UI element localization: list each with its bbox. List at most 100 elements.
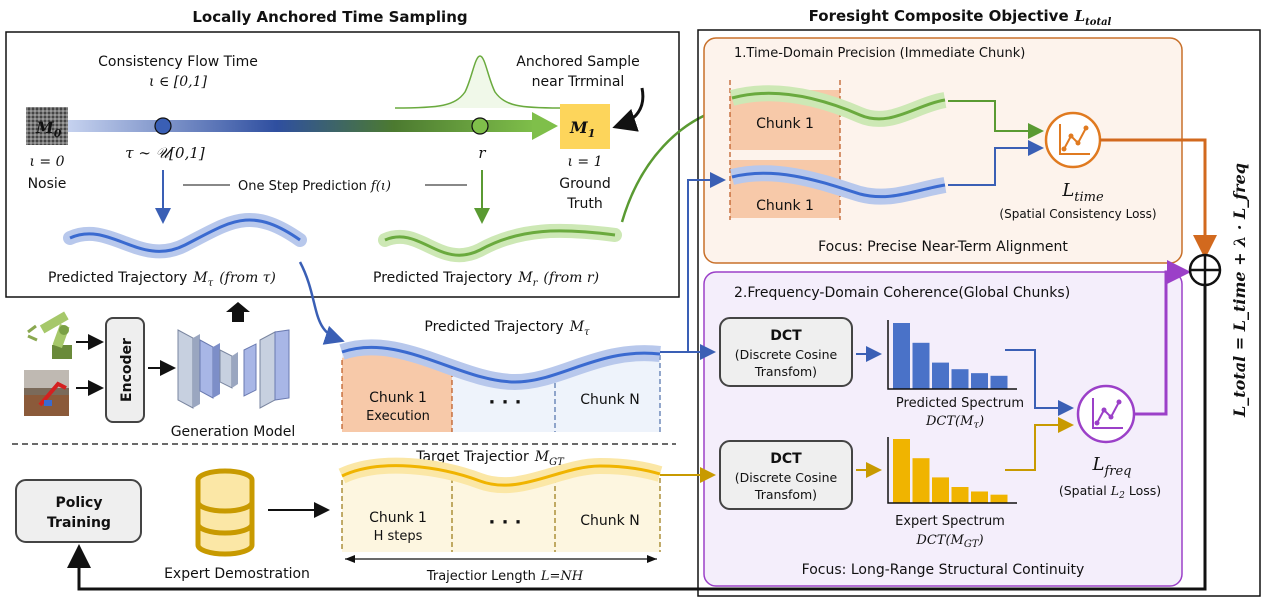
ground-label: Ground [559,176,611,192]
pred-spectrum-label: Predicted Spectrum [896,396,1024,411]
chunkN-label: Chunk N [580,392,639,408]
up-arrow-icon [226,302,250,322]
gaussian-curve [394,55,561,109]
pred-spectrum-sym: DCT(Mτ) [925,414,984,431]
generation-model-label: Generation Model [171,424,296,440]
flow-time-label: Consistency Flow Time [98,54,258,70]
ground-truth-m1-box [560,104,610,149]
traj-curve [341,345,661,384]
length-arrow-right [647,555,657,563]
r-label: r [478,144,486,162]
target-chunkN-label: Chunk N [580,513,639,529]
encoder-box [105,317,145,423]
pred-spectrum-axes [887,320,1017,390]
execution-label: Execution [366,409,430,424]
spectrum-bar [951,369,969,389]
truth-label: Truth [566,196,603,212]
dct-bottom-label: DCT [770,451,802,467]
spectrum-bar [932,477,949,503]
expert-spectrum-label: Expert Spectrum [895,514,1005,529]
tau-to-traj-arrow [298,261,345,345]
dct-top-line1: (Discrete Cosine [735,347,838,362]
spectrum-bar [932,362,949,389]
green-to-ltime-arrow [948,100,1044,139]
training-label: Training [47,515,111,531]
ltime-label: Ltime [1061,180,1104,205]
dct-bottom-line2: Transfom) [754,487,817,502]
expert-spectrum-chart [893,439,1008,503]
robot-arm-icon [27,311,72,359]
spectrum-bar [912,342,930,389]
lfreq-chart-icon [1092,398,1123,429]
pred-tau-curve [69,218,301,253]
ltime-chart-icon [1059,124,1090,155]
database-icon [195,468,255,557]
anchored-label-2: near Trrminal [532,74,625,90]
m1-symbol: M1 [569,118,595,140]
blue-to-ltime-arrow [948,140,1044,186]
expert-demo-label: Expert Demostration [164,566,310,582]
ltime-to-sum-arrow [1100,138,1217,259]
time-chunk1a-label: Chunk 1 [756,116,814,132]
noise-m0-box [26,107,68,145]
dct-bottom-line1: (Discrete Cosine [735,470,838,485]
flow-arrowhead [532,112,558,140]
scene-camera-image [24,370,69,416]
time-chunk1b-label: Chunk 1 [756,198,814,214]
pred-to-lfreq-arrow [1005,349,1074,416]
spectrum-bar [893,439,910,503]
spectrum-bar [912,458,930,503]
ltime-circle [1044,111,1102,169]
target-dots: · · · [488,512,521,533]
time-domain-box [703,37,1183,264]
iota-one-label: ι = 1 [567,154,602,170]
dct-top-line2: Transfom) [754,364,817,379]
pred-r-curve [384,229,616,257]
spectrum-bar [990,494,1008,503]
dct-box-top [719,317,853,387]
lfreq-circle [1076,384,1136,444]
flow-time-axis [65,120,535,132]
anchored-arrow [612,87,645,132]
tau-point [154,117,172,135]
traj-dots: · · · [488,392,521,413]
flow-range-label: ι ∈ [0,1] [149,74,207,90]
expert-to-lfreq-arrow [1005,417,1074,471]
noise-label: Nosie [28,176,67,192]
lfreq-to-sum-arrow [1134,260,1191,416]
target-curve [341,464,661,487]
spectrum-bar [951,487,969,503]
predicted-spectrum-chart [893,323,1008,389]
expert-spectrum-sym: DCT(MGT) [915,533,983,550]
dct-top-label: DCT [770,328,802,344]
m0-symbol: M0 [35,118,62,140]
target-chunk1-label: Chunk 1 [369,510,427,526]
total-loss-equation: L_total = L_time + λ · L_freq [1230,163,1249,418]
policy-training-box [15,479,142,543]
freq-title: 2.Frequency-Domain Coherence(Global Chun… [734,285,1070,301]
length-arrow-left [345,555,355,563]
chunk1-label: Chunk 1 [369,390,427,406]
left-title: Locally Anchored Time Sampling [192,8,467,26]
policy-label: Policy [56,495,103,511]
focus-time-label: Focus: Precise Near-Term Alignment [818,239,1068,255]
objective-box [697,29,1261,597]
generation-model-icon [177,329,290,409]
spectrum-bar [971,491,988,503]
chunk1-area [342,349,452,432]
time-blue-curve [731,171,946,199]
time-title: 1.Time-Domain Precision (Immediate Chunk… [734,46,1025,61]
target-area [342,469,660,552]
sampling-box [5,31,680,298]
iota-zero-label: ι = 0 [29,154,64,170]
